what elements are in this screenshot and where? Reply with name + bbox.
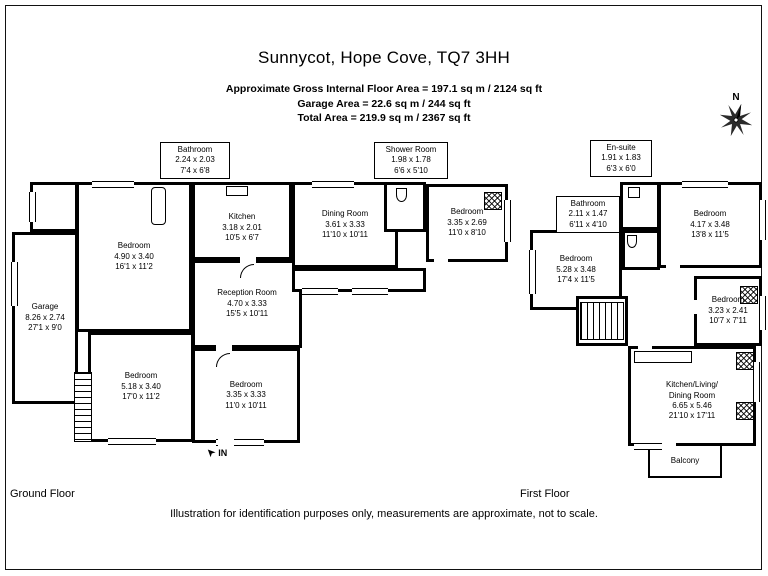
toilet-icon [627, 235, 637, 248]
window [92, 181, 134, 188]
room-label: Reception Room 4.70 x 3.33 15'5 x 10'11 [217, 288, 277, 319]
door-opening [666, 264, 680, 273]
skylight-hatch [740, 286, 758, 304]
window [504, 200, 511, 242]
entrance-label: IN [218, 447, 228, 458]
kitchen-sink-icon [226, 186, 248, 196]
kitchen-counter [634, 351, 692, 363]
room-label: Dining Room 3.61 x 3.33 11'10 x 10'11 [321, 209, 369, 240]
room-bedroom-bottom-left: Bedroom 5.18 x 3.40 17'0 x 11'2 [88, 332, 194, 442]
room-bedroom-top-right: Bedroom 4.17 x 3.48 13'8 x 11'5 [658, 182, 762, 268]
compass-north-label: N [732, 92, 740, 103]
page-title: Sunnycot, Hope Cove, TQ7 3HH [258, 48, 510, 67]
label-box-ensuite: En-suite 1.91 x 1.83 6'3 x 6'0 [590, 140, 652, 178]
staircase-ground [74, 372, 92, 442]
room-label: Kitchen 3.18 x 2.01 10'5 x 6'7 [222, 212, 262, 243]
staircase-first [580, 302, 624, 340]
bathtub-icon [151, 187, 166, 225]
room-reception: Reception Room 4.70 x 3.33 15'5 x 10'11 [192, 260, 302, 348]
entrance-marker: ➤ IN [203, 444, 228, 460]
room-label: Garage 8.26 x 2.74 27'1 x 9'0 [25, 302, 65, 333]
disclaimer-text: Illustration for identification purposes… [170, 508, 598, 520]
room-label: Balcony [670, 455, 700, 465]
entrance-arrow-icon: ➤ [203, 444, 219, 460]
door-opening [295, 272, 304, 286]
door-arc [240, 264, 254, 278]
label-box-bathroom-first: Bathroom 2.11 x 1.47 6'11 x 4'10 [556, 196, 620, 234]
room-label: Bedroom 4.17 x 3.48 13'8 x 11'5 [690, 209, 730, 240]
window [634, 443, 664, 450]
door-opening [690, 300, 699, 314]
room-bedroom-bottom-mid: Bedroom 3.35 x 3.33 11'0 x 10'11 [192, 348, 300, 443]
door-opening [638, 342, 652, 351]
door-opening [240, 255, 256, 264]
compass-rose: N [714, 92, 758, 137]
total-area-line: Total Area = 219.9 sq m / 2367 sq ft [297, 112, 471, 125]
room-ensuite [620, 182, 660, 230]
window [529, 250, 536, 294]
ground-floor-label: Ground Floor [10, 488, 75, 500]
skylight-hatch [736, 352, 754, 370]
room-label: Bedroom 3.35 x 3.33 11'0 x 10'11 [225, 379, 267, 410]
room-label: Bedroom 5.28 x 3.48 17'4 x 11'5 [556, 254, 596, 285]
window [753, 362, 760, 402]
door-arc [216, 353, 230, 367]
room-dining: Dining Room 3.61 x 3.33 11'10 x 10'11 [292, 182, 398, 268]
room-label: Bedroom 5.18 x 3.40 17'0 x 11'2 [121, 371, 161, 402]
window [29, 192, 36, 222]
room-bedroom-top-left: Bedroom 4.90 x 3.40 16'1 x 11'2 [76, 182, 192, 332]
room-label: Bedroom 3.35 x 2.69 11'0 x 8'10 [447, 207, 487, 238]
window [216, 439, 264, 446]
label-box-bathroom-ground: Bathroom 2.24 x 2.03 7'4 x 6'8 [160, 142, 230, 180]
window [312, 181, 354, 188]
door-opening [662, 441, 676, 450]
skylight-hatch [484, 192, 502, 210]
room-garage: Garage 8.26 x 2.74 27'1 x 9'0 [12, 232, 78, 404]
window [759, 200, 766, 240]
door-opening [216, 344, 232, 353]
room-label: Kitchen/Living/ Dining Room 6.65 x 5.46 … [665, 380, 719, 421]
label-box-shower-room: Shower Room 1.98 x 1.78 6'6 x 5'10 [374, 142, 448, 180]
window [108, 438, 156, 445]
skylight-hatch [736, 402, 754, 420]
compass-north-icon [719, 103, 753, 137]
door-opening [434, 257, 448, 266]
room-label: Bedroom 3.23 x 2.41 10'7 x 7'11 [708, 295, 748, 326]
area-summary: Approximate Gross Internal Floor Area = … [0, 82, 768, 126]
window [302, 288, 338, 295]
window [11, 262, 18, 306]
room-label: Bedroom 4.90 x 3.40 16'1 x 11'2 [114, 241, 154, 272]
first-floor-label: First Floor [520, 488, 570, 500]
window [759, 296, 766, 330]
shower-icon [628, 187, 640, 198]
window [352, 288, 388, 295]
garage-area-line: Garage Area = 22.6 sq m / 244 sq ft [297, 97, 471, 110]
toilet-icon [396, 188, 407, 202]
entrance-door-opening [218, 438, 234, 447]
room-closet [30, 182, 78, 232]
gross-area-line: Approximate Gross Internal Floor Area = … [225, 83, 543, 95]
window [682, 181, 728, 188]
